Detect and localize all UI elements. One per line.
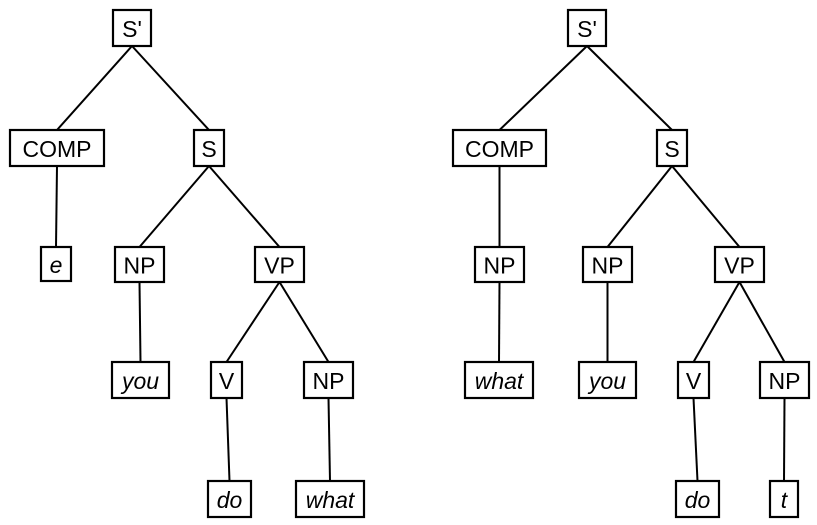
node-box-L-NP2	[302, 360, 355, 400]
tree-edge-L-Sbar-to-L-S	[131, 45, 210, 131]
tree-edge-R-NP2-to-R-t	[783, 397, 786, 482]
tree-node-R-NP1[interactable]: NP	[581, 245, 634, 284]
tree-node-L-NP2[interactable]: NP	[302, 360, 355, 400]
tree-node-R-NP0[interactable]: NP	[473, 245, 526, 284]
node-box-R-VP	[713, 245, 766, 284]
node-box-L-NP1	[113, 245, 166, 284]
tree-edge-L-NP1-to-L-you	[138, 281, 142, 363]
node-label-R-do: do	[685, 487, 711, 513]
tree-edge-L-VP-to-L-V	[225, 281, 281, 363]
node-box-L-e	[39, 245, 73, 283]
tree-edge-L-COMP-to-L-e	[55, 165, 58, 248]
node-label-L-Sbar: S'	[122, 16, 142, 42]
tree-edge-R-S-to-R-VP	[671, 165, 741, 248]
tree-edge-R-VP-to-R-V	[692, 281, 741, 363]
node-box-L-S	[192, 128, 226, 168]
node-label-L-S: S	[201, 136, 216, 162]
node-label-L-NP1: NP	[124, 253, 156, 279]
node-box-L-you	[110, 360, 171, 400]
tree-node-L-VP[interactable]: VP	[253, 245, 306, 284]
node-label-L-COMP: COMP	[23, 136, 92, 162]
node-box-R-Sbar	[566, 8, 608, 48]
tree-node-L-do[interactable]: do	[206, 479, 253, 519]
node-label-R-VP: VP	[724, 253, 755, 279]
node-box-L-VP	[253, 245, 306, 284]
node-box-R-COMP	[451, 128, 548, 168]
tree-edge-R-Sbar-to-R-S	[586, 45, 673, 131]
node-label-R-you: you	[587, 368, 626, 394]
tree-edge-R-NP0-to-R-what	[498, 281, 501, 363]
tree-edge-L-Sbar-to-L-COMP	[56, 45, 133, 131]
node-label-R-V: V	[686, 368, 702, 394]
node-box-L-what	[294, 479, 366, 519]
node-box-R-NP0	[473, 245, 526, 284]
node-label-R-NP2: NP	[769, 368, 801, 394]
node-label-L-V: V	[219, 368, 235, 394]
tree-node-L-S[interactable]: S	[192, 128, 226, 168]
node-label-R-NP0: NP	[484, 253, 516, 279]
node-label-R-Sbar: S'	[577, 16, 597, 42]
tree-edge-L-NP2-to-L-what	[327, 397, 331, 482]
tree-node-R-COMP[interactable]: COMP	[451, 128, 548, 168]
tree-right-tree: S' COMP S NP NP VP what you V NP do t	[451, 8, 811, 519]
node-box-R-what	[463, 360, 535, 400]
tree-node-L-COMP[interactable]: COMP	[8, 128, 106, 168]
tree-edges	[498, 45, 786, 482]
tree-edge-R-VP-to-R-NP2	[738, 281, 786, 363]
node-box-R-do	[674, 479, 721, 519]
tree-node-L-V[interactable]: V	[209, 360, 244, 400]
node-box-L-Sbar	[111, 8, 153, 48]
node-box-L-COMP	[8, 128, 106, 168]
tree-edge-L-S-to-L-NP1	[138, 165, 210, 248]
tree-edge-L-S-to-L-VP	[208, 165, 281, 248]
tree-edges	[55, 45, 331, 482]
tree-edge-R-Sbar-to-R-COMP	[498, 45, 588, 131]
tree-edge-L-VP-to-L-NP2	[278, 281, 330, 363]
tree-node-R-S[interactable]: S	[655, 128, 689, 168]
node-box-R-NP1	[581, 245, 634, 284]
tree-node-R-NP2[interactable]: NP	[758, 360, 811, 400]
node-box-L-V	[209, 360, 244, 400]
node-label-L-e: e	[50, 252, 63, 278]
tree-edge-L-V-to-L-do	[225, 397, 231, 482]
node-box-R-you	[577, 360, 638, 400]
node-label-R-t: t	[781, 487, 789, 513]
tree-node-R-V[interactable]: V	[676, 360, 711, 400]
tree-node-R-do[interactable]: do	[674, 479, 721, 519]
tree-node-L-what[interactable]: what	[294, 479, 366, 519]
tree-node-L-you[interactable]: you	[110, 360, 171, 400]
node-label-L-what: what	[306, 487, 356, 513]
node-label-L-VP: VP	[264, 253, 295, 279]
tree-node-R-you[interactable]: you	[577, 360, 638, 400]
node-box-L-do	[206, 479, 253, 519]
tree-node-L-Sbar[interactable]: S'	[111, 8, 153, 48]
node-label-L-you: you	[120, 368, 159, 394]
node-label-L-do: do	[217, 487, 243, 513]
node-box-R-NP2	[758, 360, 811, 400]
node-box-R-V	[676, 360, 711, 400]
tree-node-R-VP[interactable]: VP	[713, 245, 766, 284]
tree-edge-R-V-to-R-do	[692, 397, 699, 482]
tree-node-L-e[interactable]: e	[39, 245, 73, 283]
tree-node-R-t[interactable]: t	[768, 479, 800, 519]
node-label-L-NP2: NP	[313, 368, 345, 394]
node-label-R-what: what	[475, 368, 525, 394]
tree-edge-R-S-to-R-NP1	[606, 165, 673, 248]
node-label-R-NP1: NP	[592, 253, 624, 279]
tree-node-R-what[interactable]: what	[463, 360, 535, 400]
node-box-R-t	[768, 479, 800, 519]
tree-node-L-NP1[interactable]: NP	[113, 245, 166, 284]
tree-node-R-Sbar[interactable]: S'	[566, 8, 608, 48]
node-label-R-S: S	[664, 136, 679, 162]
node-label-R-COMP: COMP	[465, 136, 534, 162]
node-box-R-S	[655, 128, 689, 168]
